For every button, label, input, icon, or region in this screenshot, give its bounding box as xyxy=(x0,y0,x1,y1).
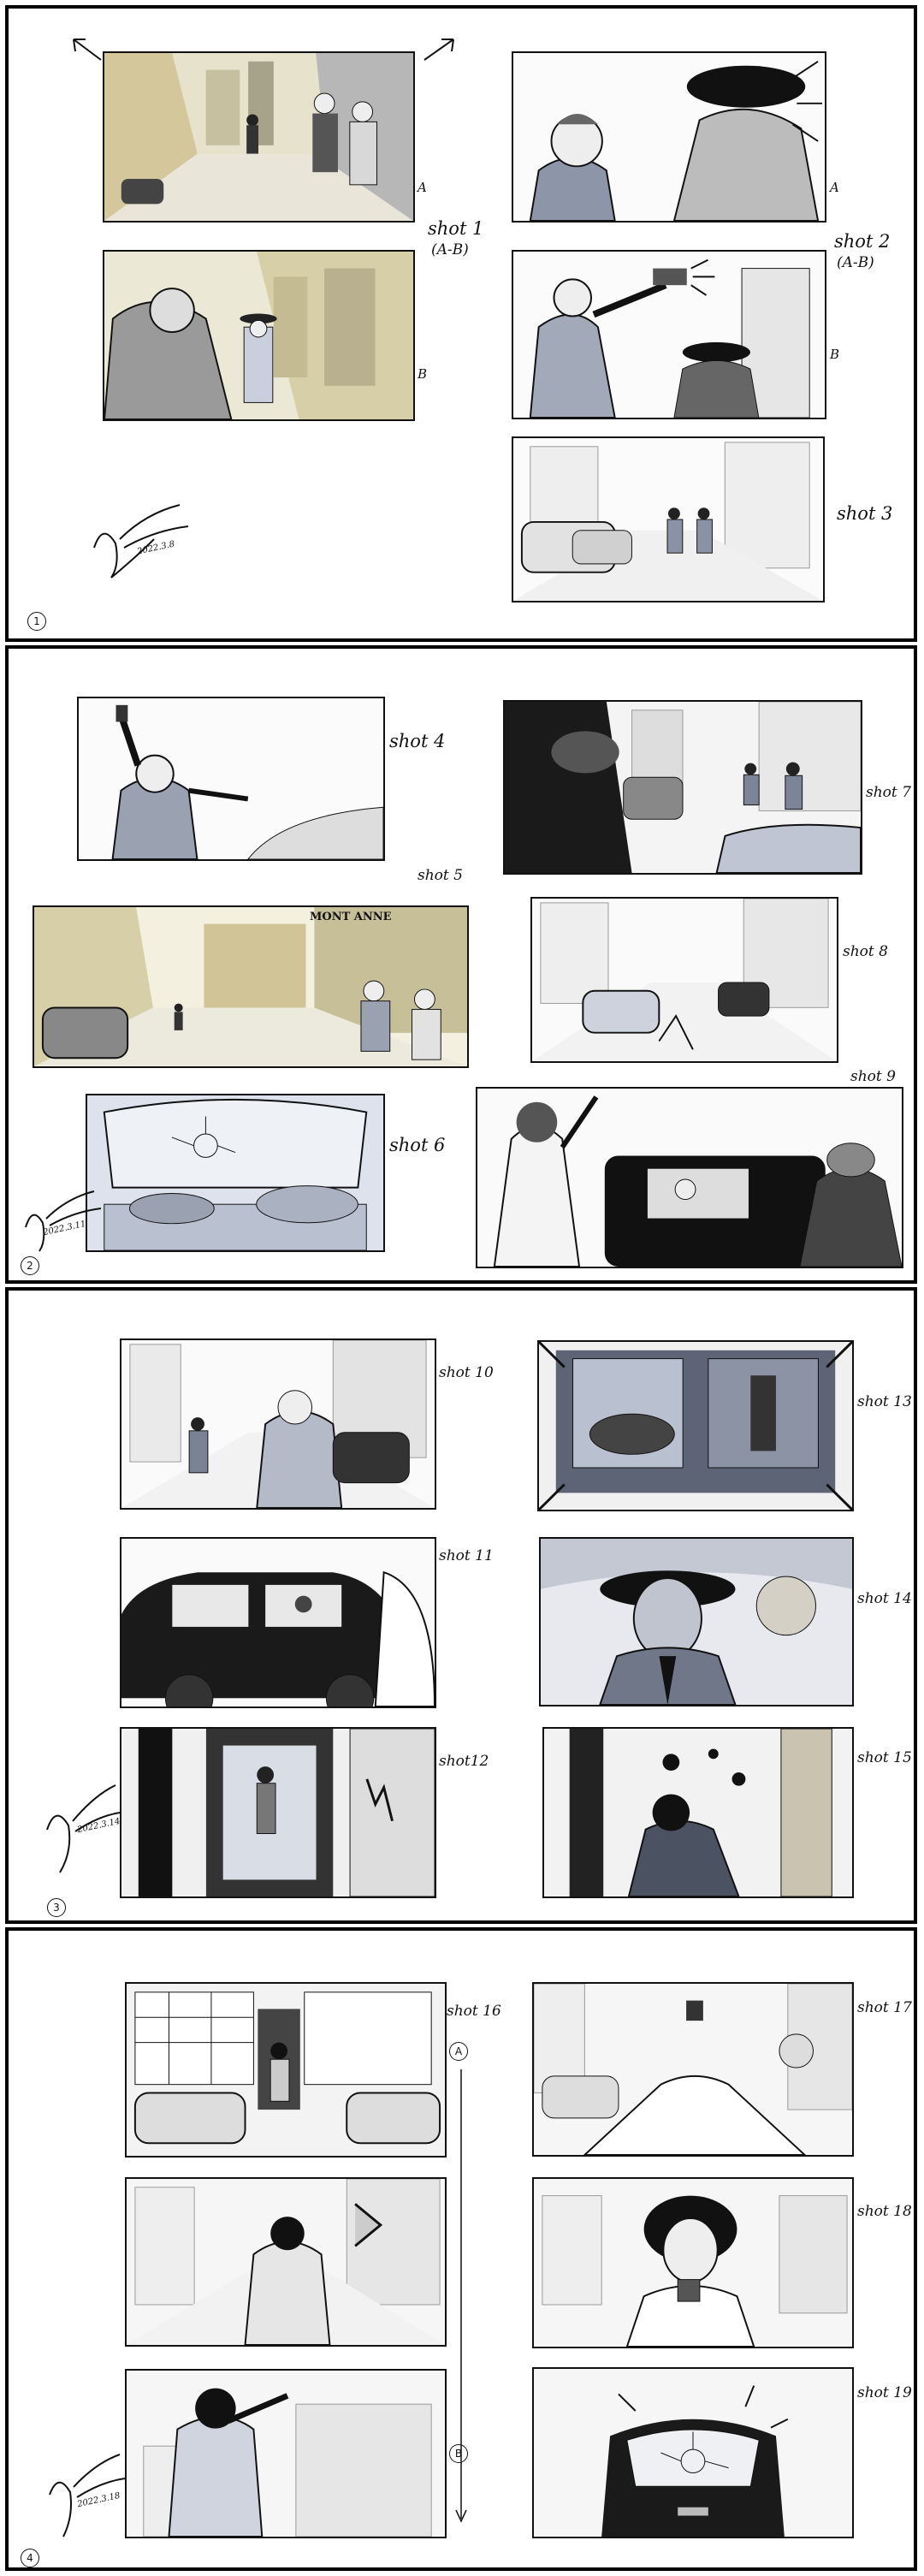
shot14-label: shot 14 xyxy=(857,1590,912,1607)
expand-arrow-left xyxy=(73,39,102,61)
shot16-marker-b: B xyxy=(449,2444,468,2463)
expand-arrow-right xyxy=(424,39,454,61)
shot2-label: shot 2 xyxy=(834,231,891,252)
shot7-panel xyxy=(503,700,862,875)
shot8-label: shot 8 xyxy=(843,943,888,960)
artist-signature xyxy=(49,2454,126,2537)
shot1b-panel xyxy=(103,250,415,421)
shot14-panel xyxy=(539,1537,854,1706)
shot7-label: shot 7 xyxy=(866,784,911,801)
page-number: 2 xyxy=(21,1256,39,1275)
shot2b-panel xyxy=(512,250,826,419)
shot17-panel xyxy=(532,1982,854,2157)
shot16a-panel xyxy=(125,1982,447,2158)
page-number: 4 xyxy=(21,2549,39,2567)
shot5-panel xyxy=(33,905,469,1068)
page-number: 1 xyxy=(27,612,46,631)
shot16b-panel xyxy=(125,2177,447,2347)
shot18-label: shot 18 xyxy=(857,2203,912,2220)
shot4-label: shot 4 xyxy=(389,731,446,751)
shot18-panel xyxy=(532,2177,854,2348)
artist-signature xyxy=(25,1190,102,1252)
shot1-range: (A-B) xyxy=(431,241,469,258)
storyboard-page-4: shot 16 A B xyxy=(5,1927,917,2571)
artist-signature xyxy=(93,504,189,579)
shot10-panel xyxy=(120,1338,436,1510)
shot2-range: (A-B) xyxy=(837,254,874,271)
shot2a-panel xyxy=(512,51,826,223)
shot19-label: shot 19 xyxy=(857,2384,912,2401)
shot6-label: shot 6 xyxy=(389,1135,446,1155)
shot13-panel xyxy=(537,1340,854,1511)
shot9-label: shot 9 xyxy=(850,1068,896,1085)
shot15-panel xyxy=(542,1727,854,1898)
artist-signature xyxy=(46,1784,121,1873)
shot1-label: shot 1 xyxy=(428,218,484,239)
shot12-label: shot12 xyxy=(439,1753,489,1770)
storyboard-page-3: shot 10 shot 11 shot12 xyxy=(5,1287,917,1924)
shot16-marker-a: A xyxy=(449,2042,468,2061)
shot3-panel xyxy=(512,436,825,602)
shot4-panel xyxy=(77,697,385,861)
shot16-arrow xyxy=(455,2069,467,2523)
shot11-panel xyxy=(120,1537,436,1708)
shot15-label: shot 15 xyxy=(857,1749,912,1766)
storyboard-page-2: shot 4 MONT ANNE shot 5 shot 6 xyxy=(5,645,917,1284)
shot12-panel xyxy=(120,1727,436,1898)
shot2a-marker: A xyxy=(830,180,839,195)
shot16c-panel xyxy=(125,2369,447,2538)
page-number: 3 xyxy=(47,1898,66,1917)
shot16-label: shot 16 xyxy=(447,2003,501,2020)
shot1a-panel xyxy=(103,51,415,223)
shot2b-marker: B xyxy=(830,347,840,362)
shot19-panel xyxy=(532,2367,854,2538)
shot9-panel xyxy=(476,1087,903,1268)
shot11-label: shot 11 xyxy=(439,1547,494,1564)
shot1a-marker: A xyxy=(418,180,427,195)
shot10-label: shot 10 xyxy=(439,1364,494,1381)
shot1b-marker: B xyxy=(418,366,428,382)
shot5-label: shot 5 xyxy=(418,867,463,884)
shot3-label: shot 3 xyxy=(837,503,893,524)
storyboard-page-1: A shot 1 (A-B) B A shot 2 (A-B) xyxy=(5,5,917,642)
shot17-label: shot 17 xyxy=(857,1999,912,2016)
shot5-sign: MONT ANNE xyxy=(310,911,392,923)
shot8-panel xyxy=(530,897,838,1063)
shot13-label: shot 13 xyxy=(857,1393,912,1410)
shot6-panel xyxy=(86,1094,385,1252)
